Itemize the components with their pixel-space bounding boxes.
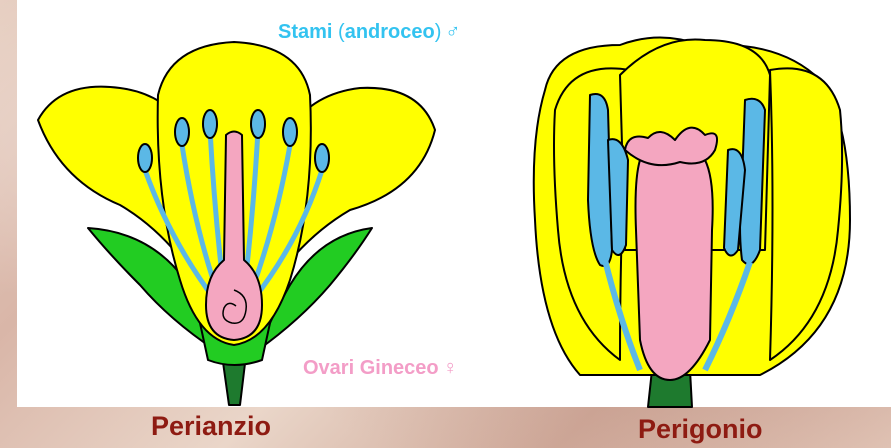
stamens-text: Stami bbox=[278, 21, 332, 43]
ovaries-label: Ovari Gineceo♀ bbox=[303, 357, 458, 380]
stamens-paren-open: ( bbox=[338, 21, 345, 43]
stamen-anther-6 bbox=[315, 144, 329, 172]
stamen-anther-2 bbox=[175, 118, 189, 146]
right-stamen-1 bbox=[588, 94, 612, 266]
androecium-text: androceo bbox=[345, 21, 435, 43]
perigone-caption: Perigonio bbox=[638, 414, 763, 445]
right-pistil bbox=[636, 153, 713, 381]
stamens-paren-close: ) bbox=[435, 21, 442, 43]
stamen-anther-5 bbox=[283, 118, 297, 146]
female-symbol-icon: ♀ bbox=[443, 357, 458, 379]
stamens-label: Stami (androceo)♂ bbox=[278, 21, 460, 44]
perianth-caption: Perianzio bbox=[151, 411, 271, 442]
stamen-anther-3 bbox=[203, 110, 217, 138]
stamen-anther-4 bbox=[251, 110, 265, 138]
right-stamen-3 bbox=[608, 139, 628, 255]
left-flower bbox=[38, 42, 435, 405]
right-tepal-right bbox=[770, 68, 842, 360]
male-symbol-icon: ♂ bbox=[445, 21, 460, 43]
ovaries-text: Ovari Gineceo bbox=[303, 357, 439, 379]
right-flower bbox=[534, 38, 850, 408]
stamen-anther-1 bbox=[138, 144, 152, 172]
